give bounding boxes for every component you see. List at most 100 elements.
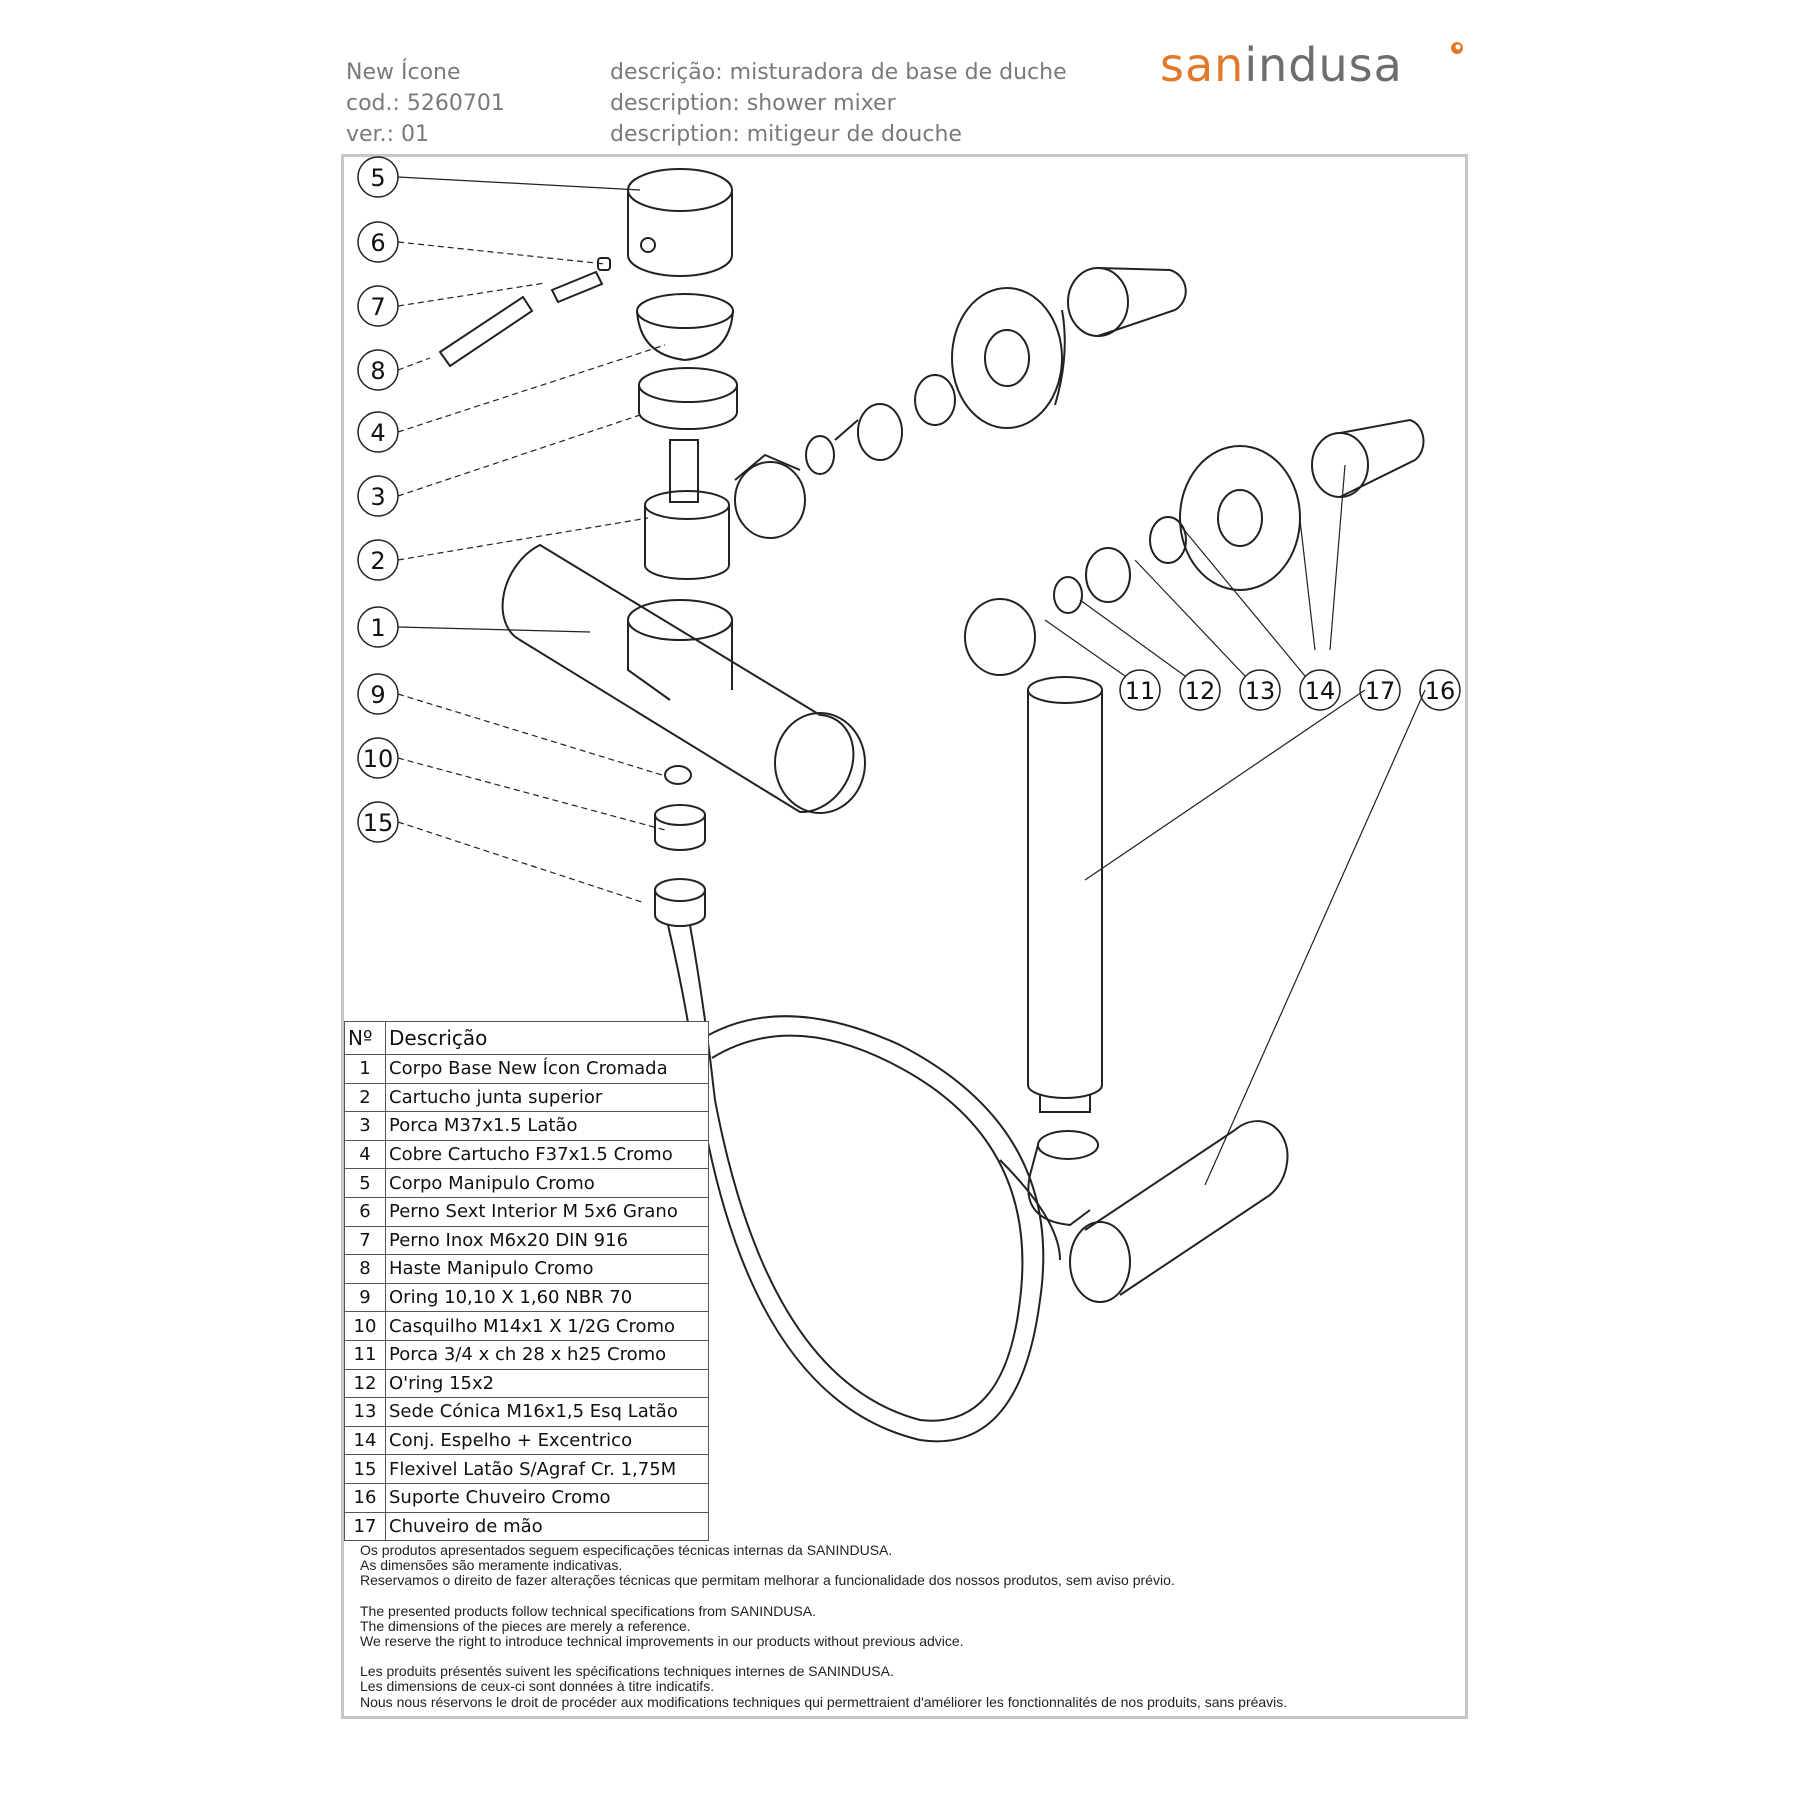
note-line: We reserve the right to introduce techni… xyxy=(360,1633,964,1650)
part-description: Chuveiro de mão xyxy=(385,1511,709,1542)
part-number: 6 xyxy=(344,1196,386,1227)
callout-17: 17 xyxy=(1365,677,1396,705)
note-line: The presented products follow technical … xyxy=(360,1602,816,1619)
description-en: description: shower mixer xyxy=(610,91,896,116)
callout-5: 5 xyxy=(370,164,385,192)
part-description: Sede Cónica M16x1,5 Esq Latão xyxy=(385,1397,709,1427)
callout-1: 1 xyxy=(370,614,385,642)
product-info: New Ícone cod.: 5260701 ver.: 01 xyxy=(346,57,505,150)
part-description: Perno Sext Interior M 5x6 Grano xyxy=(385,1196,709,1227)
notes-portuguese: Os produtos apresentados seguem especifi… xyxy=(360,1542,1287,1589)
part-description: Conj. Espelho + Excentrico xyxy=(385,1425,709,1456)
callout-16: 16 xyxy=(1425,677,1456,705)
callout-circles xyxy=(357,156,1461,843)
part-description: Perno Inox M6x20 DIN 916 xyxy=(385,1225,709,1256)
part-number: 17 xyxy=(344,1511,386,1542)
handle-body-part xyxy=(627,168,733,277)
product-code: cod.: 5260701 xyxy=(346,91,505,116)
callout-labels: 5 6 7 8 4 3 2 1 9 10 15 11 12 13 14 17 1… xyxy=(363,164,1456,837)
callout-3: 3 xyxy=(370,483,385,511)
part-number: 7 xyxy=(344,1225,386,1256)
part-description: Porca M37x1.5 Latão xyxy=(385,1111,709,1141)
callout-7: 7 xyxy=(370,293,385,321)
part-number: 14 xyxy=(344,1425,386,1456)
flexible-hose-part xyxy=(667,924,1061,1443)
brand-mark-icon xyxy=(1451,42,1463,54)
brand-part1: san xyxy=(1160,38,1245,92)
callout-13: 13 xyxy=(1245,677,1276,705)
note-line: Nous nous réservons le droit de procéder… xyxy=(360,1693,1288,1710)
shower-support-part xyxy=(1027,1120,1289,1303)
callout-4: 4 xyxy=(370,419,385,447)
part-number: 1 xyxy=(344,1054,386,1084)
upper-wall-connection-part xyxy=(734,267,1187,539)
callout-2: 2 xyxy=(370,547,385,575)
brand-part2: indusa xyxy=(1244,38,1403,92)
product-version: ver.: 01 xyxy=(346,122,429,147)
part-number: 13 xyxy=(344,1397,386,1427)
brand-logo: sanindusa xyxy=(1160,38,1403,92)
part-number: 15 xyxy=(344,1454,386,1484)
part-description: Casquilho M14x1 X 1/2G Cromo xyxy=(385,1311,709,1341)
callout-15: 15 xyxy=(363,809,394,837)
part-description: Porca 3/4 x ch 28 x h25 Cromo xyxy=(385,1339,709,1370)
table-header-row: Nº Descrição xyxy=(344,1021,709,1055)
drawing-frame xyxy=(341,154,1468,1719)
part-description: Cartucho junta superior xyxy=(385,1082,709,1113)
note-line: Les dimensions de ceux-ci sont données à… xyxy=(360,1678,715,1695)
product-descriptions: descrição: misturadora de base de duche … xyxy=(610,57,1067,150)
note-line: As dimensões são meramente indicativas. xyxy=(360,1557,623,1574)
callout-10: 10 xyxy=(363,745,394,773)
part-description: Corpo Base New Ícon Cromada xyxy=(385,1054,709,1084)
callout-6: 6 xyxy=(370,229,385,257)
part-description: Cobre Cartucho F37x1.5 Cromo xyxy=(385,1139,709,1170)
callout-11: 11 xyxy=(1125,677,1156,705)
leader-lines xyxy=(397,176,1426,1186)
part-number: 2 xyxy=(344,1082,386,1113)
part-description: Oring 10,10 X 1,60 NBR 70 xyxy=(385,1282,709,1313)
part-number: 11 xyxy=(344,1339,386,1370)
callout-12: 12 xyxy=(1185,677,1216,705)
part-number: 10 xyxy=(344,1311,386,1341)
note-line: Reservamos o direito de fazer alterações… xyxy=(360,1572,1175,1589)
part-number: 16 xyxy=(344,1482,386,1513)
callout-9: 9 xyxy=(370,681,385,709)
description-pt: descrição: misturadora de base de duche xyxy=(610,60,1067,85)
part-number: 8 xyxy=(344,1254,386,1284)
part-description: O'ring 15x2 xyxy=(385,1368,709,1399)
product-name: New Ícone xyxy=(346,60,461,85)
column-header-description: Descrição xyxy=(385,1021,709,1055)
note-line: Les produits présentés suivent les spéci… xyxy=(360,1663,894,1680)
part-description: Haste Manipulo Cromo xyxy=(385,1254,709,1284)
mixer-base-body-part xyxy=(501,543,866,814)
part-description: Suporte Chuveiro Cromo xyxy=(385,1482,709,1513)
hand-shower-part xyxy=(1027,676,1103,1113)
part-number: 12 xyxy=(344,1368,386,1399)
part-number: 5 xyxy=(344,1168,386,1198)
part-description: Corpo Manipulo Cromo xyxy=(385,1168,709,1198)
note-line: The dimensions of the pieces are merely … xyxy=(360,1617,691,1634)
notes-french: Les produits présentés suivent les spéci… xyxy=(360,1664,1287,1710)
note-line: Os produtos apresentados seguem especifi… xyxy=(360,1542,893,1558)
callout-14: 14 xyxy=(1305,677,1336,705)
notes-english: The presented products follow technical … xyxy=(360,1602,1287,1650)
part-number: 4 xyxy=(344,1139,386,1170)
